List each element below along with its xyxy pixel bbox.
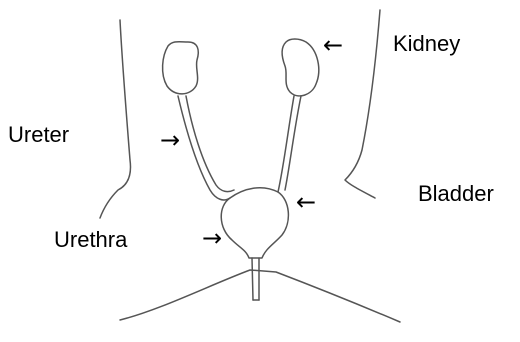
arrow-right-icon: → — [202, 226, 222, 250]
arrow-left-icon: ← — [323, 33, 343, 57]
bladder-shape — [221, 188, 288, 258]
urethra-left — [252, 258, 253, 300]
right-ureter-outer — [278, 96, 294, 192]
left-kidney-shape — [163, 42, 199, 94]
label-bladder: Bladder — [418, 183, 494, 205]
arrow-left-icon: ← — [296, 190, 316, 214]
torso-right-outline — [345, 10, 380, 198]
label-ureter: Ureter — [8, 124, 69, 146]
right-kidney-shape — [282, 39, 319, 96]
left-ureter-inner — [186, 96, 234, 192]
label-urethra: Urethra — [54, 229, 127, 251]
lower-body-outline — [120, 270, 400, 322]
left-ureter-outer — [178, 96, 230, 200]
label-kidney: Kidney — [393, 33, 460, 55]
arrow-right-icon: → — [160, 128, 180, 152]
right-ureter-inner — [285, 96, 301, 190]
torso-left-outline — [100, 20, 131, 218]
